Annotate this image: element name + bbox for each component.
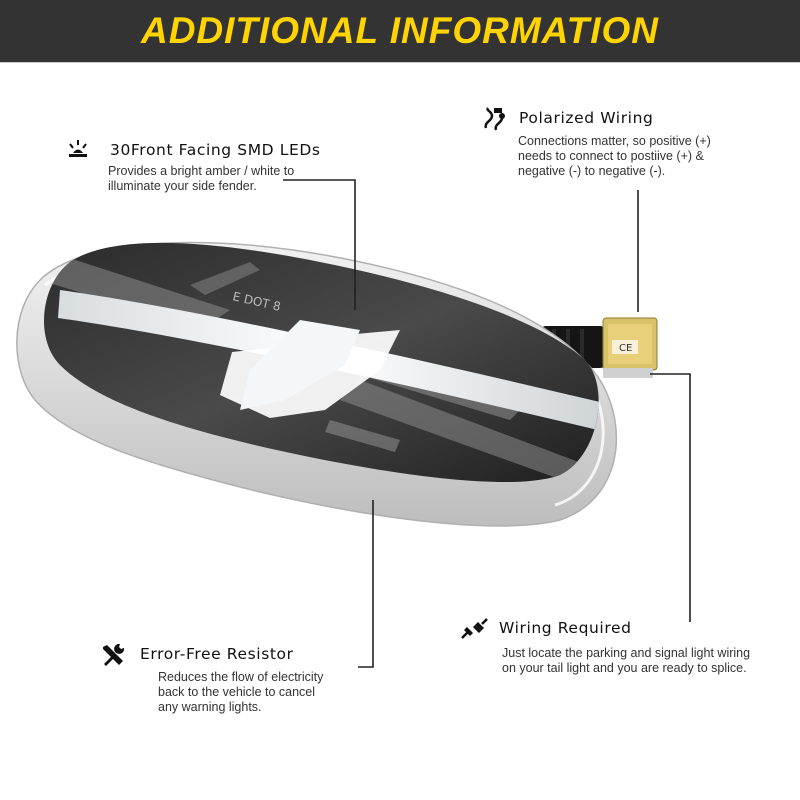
feature-title-polarized: Polarized Wiring	[519, 109, 654, 127]
cross-pattern	[43, 255, 599, 483]
feature-title-resistor: Error-Free Resistor	[140, 645, 294, 663]
feature-desc-leds: Provides a bright amber / white to illum…	[108, 164, 295, 193]
page-title: ADDITIONAL INFORMATION	[140, 10, 660, 51]
header-banner: ADDITIONAL INFORMATION	[0, 0, 800, 63]
light-burst-icon	[69, 140, 87, 157]
connector: CE	[602, 317, 658, 378]
feature-desc-resistor: Reduces the flow of electricity back to …	[158, 670, 324, 714]
connector-marking: CE	[619, 343, 632, 354]
feature-title-leds: 30Front Facing SMD LEDs	[110, 141, 321, 159]
wire-icon	[484, 107, 505, 131]
feature-desc-wiring: Just locate the parking and signal light…	[502, 646, 751, 675]
plug-icon	[461, 618, 488, 639]
feature-desc-polarized: Connections matter, so positive (+) need…	[518, 134, 711, 178]
feature-title-wiring: Wiring Required	[499, 619, 632, 637]
wrench-screwdriver-icon	[103, 643, 125, 666]
